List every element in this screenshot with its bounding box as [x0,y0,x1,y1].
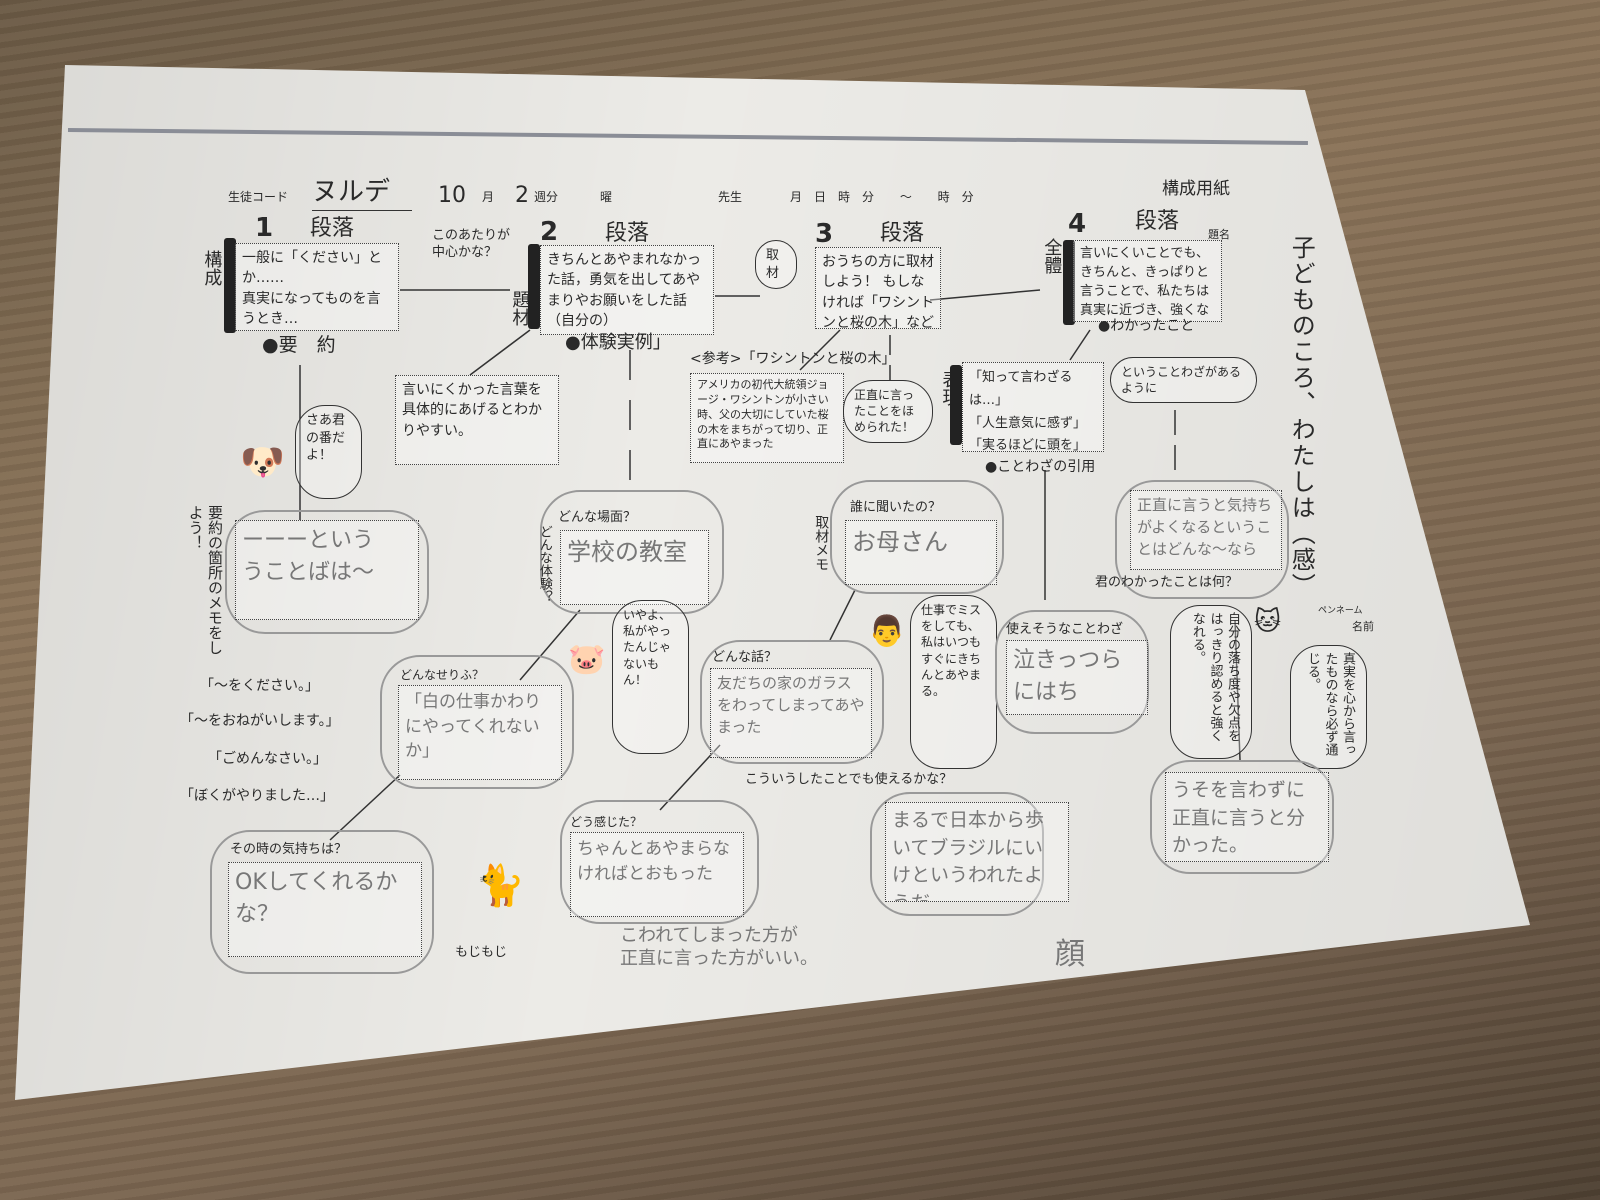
learned-answer: 正直に言うと気持ちがよくなるということはどんな～なら [1130,490,1282,570]
phrase-4: 「ぼくがやりました…」 [180,788,334,804]
teacher-label: 先生 [718,190,743,204]
cloud-frame [830,480,1004,594]
who-answer: お母さん [845,520,997,585]
reference-box: アメリカの初代大統領ジョージ・ワシントンが小さい時、父の大切にしていた桜の木をま… [690,373,844,463]
other-use-question: こういうしたことでも使えるかな？ [745,772,953,787]
how-felt-answer: ちゃんとあやまらなければとおもった [570,832,744,917]
cloud-frame [1150,760,1334,874]
marker-bar [950,365,962,445]
paragraph-2-box: きちんとあやまれなかった話，勇気を出してあやまりやお願いをした話（自分の） [540,245,714,335]
other-use-answer: まるで日本から歩いてブラジルにいけというわれたようだ [885,802,1069,902]
interview-side-label: 取材メモ [813,515,830,571]
paragraph-1-number: 1 [255,213,274,243]
which-experience-label: どんな体験？ [536,525,552,603]
interview-tag: 取材 [755,240,797,290]
summary-memo-label: 要約の箇所のメモをしよう！ [186,505,225,655]
scene-answer: 学校の教室 [560,530,709,605]
paragraph-4-side-label: 全體 [1041,238,1063,274]
cloud-frame [995,610,1149,734]
cloud-frame [1115,480,1289,599]
what-learned-question: 君のわかったことは何？ [1095,575,1239,590]
not-me-bubble: いやよ、私がやったんじゃないもん！ [612,600,689,754]
face-label: 顔 [1055,937,1085,972]
paragraph-1-side-label: 構成 [201,250,223,286]
what-line-question: どんなせりふ？ [400,668,485,682]
father-icon: 👨 [868,614,906,649]
paragraph-1-box: 一般に「ください」とか…… 真実になってものを言うとき… [235,243,399,331]
paragraph-3-number: 3 [815,219,834,249]
paragraph-4-sub: ●わかったこと [1098,318,1195,334]
pen-name-label: ペンネーム [1318,606,1363,616]
phrase-2: 「～をおねがいします。」 [180,713,340,729]
proverb-cite: ●ことわざの引用 [985,459,1096,475]
pig-girl-icon: 🐷 [568,642,606,677]
your-turn-bubble: さあ君の番だよ！ [295,405,362,499]
proverbs-box: 「知って言わざるは…」 「人生意気に感ず」 「実るほどに頭を」 [962,362,1104,452]
truth-note-bubble: 真実を心から言ったものなら必ず通じる。 [1290,645,1367,769]
proverb-bubble: ということわざがあるように [1110,357,1257,404]
cat-icon: 🐱 [1254,607,1282,637]
summary-answer: ーーーという うことばは～ [235,520,419,620]
how-felt-question: どう感じた？ [570,815,643,829]
student-code-label: 生徒コード [228,190,289,204]
cloud-frame [210,830,434,974]
hint-box: 言いにくかった言葉を具体的にあげるとわかりやすい。 [395,375,559,465]
phrase-1: 「～をください。」 [200,678,319,694]
fidget-label: もじもじ [455,945,508,960]
cloud-frame [870,792,1044,916]
extra-pencil-note: こわれてしまった方が 正直に言った方がいい。 [620,925,818,970]
marker-bar [1063,240,1075,325]
line-answer: 「白の仕事かわりにやってくれないか」 [398,685,562,780]
phrase-3: 「ごめんなさい。」 [208,751,327,767]
fidgeting-cat-icon: 🐈 [475,863,525,909]
center-question: このあたりが中心かな？ [432,228,511,260]
praised-bubble: 正直に言ったことをほめられた！ [843,380,933,443]
paragraph-1-sub: ●要 約 [262,334,336,356]
proverb-usable-question: 使えそうなことわざ [1006,622,1124,637]
cloud-frame [560,800,759,924]
marker-bar [224,238,236,333]
proverb-answer: 泣きっつらにはち [1006,640,1148,715]
father-note-bubble: 仕事でミスをしても、私はいつもすぐにきちんとあやまる。 [910,595,997,769]
paragraph-2-sub: ●体験実例」 [565,332,671,353]
what-talk-question: どんな話？ [712,650,778,665]
weakness-note-bubble: 自分の落ち度や欠点をはっきり認めると強くなれる。 [1170,605,1252,759]
cloud-frame [700,640,884,764]
paragraph-4-box: 言いにくいことでも、きちんと、きっぱりと言うことで、私たちは真実に近づき、強くな… [1073,240,1222,322]
cloud-frame [380,655,574,789]
paragraph-3-label: 段落 [880,221,925,246]
week-label: 週分 [534,190,559,204]
weekday-label: 曜 [600,190,613,204]
month-value: 10 [438,183,466,208]
lie-answer: うそを言わずに正直に言うと分かった。 [1165,772,1329,862]
paragraph-1-label: 段落 [310,216,355,241]
title-label: 題名 [1208,228,1230,241]
which-scene-question: どんな場面？ [558,510,637,525]
paragraph-2-label: 段落 [605,221,650,246]
paragraph-3-box: おうちの方に取材しよう！ もしなければ「ワシントンと桜の木」などを引用 [815,247,941,329]
form-title: 構成用紙 [1162,179,1230,199]
student-code-value: ヌルデ [312,176,412,211]
marker-bar [528,244,540,329]
dog-icon: 🐶 [240,442,285,483]
paragraph-4-number: 4 [1068,209,1087,239]
week-value: 2 [515,183,529,208]
date-time-labels: 月 日 時 分 ～ 時 分 [790,190,974,204]
feeling-answer: OKしてくれるかな？ [228,862,422,957]
title-vertical: 子どものころ、わたしは（感） [1287,235,1316,599]
name-label: 名前 [1352,620,1374,633]
paragraph-3-sub: <参考>「ワシントンと桜の木」 [690,351,896,367]
paragraph-2-number: 2 [540,217,559,247]
cloud-frame [225,510,429,634]
paragraph-4-label: 段落 [1135,209,1180,234]
talk-answer: 友だちの家のガラスをわってしまってあやまった [710,668,872,758]
month-label: 月 [482,190,495,204]
who-asked-question: 誰に聞いたの？ [850,500,942,515]
feeling-question: その時の気持ちは？ [230,842,348,857]
paragraph-2-side-label: 題材 [509,290,531,326]
